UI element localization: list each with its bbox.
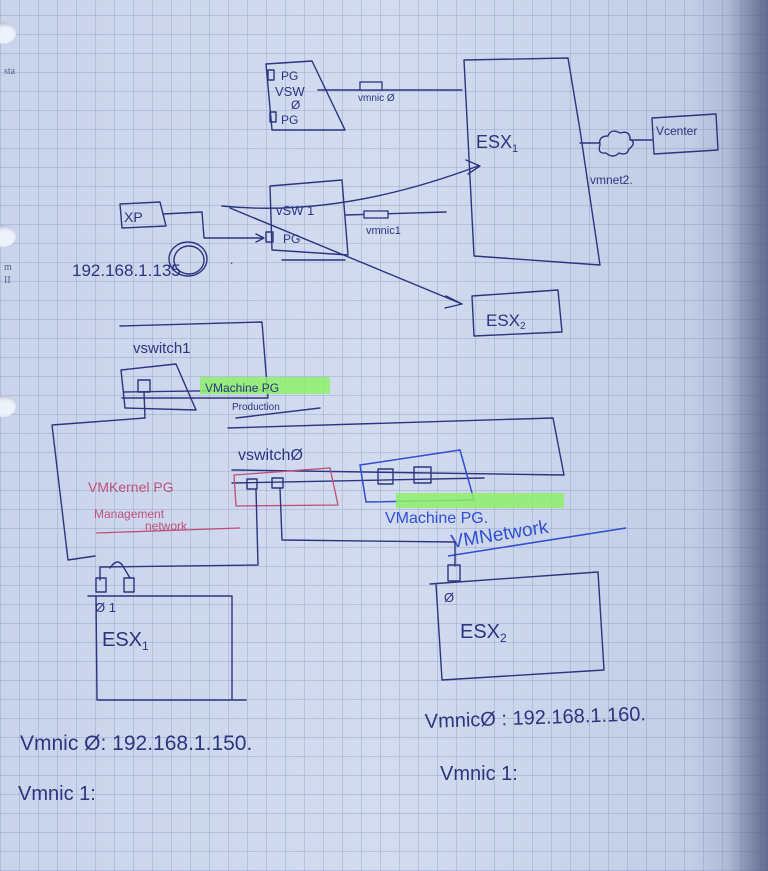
margin-text: m <box>4 262 12 273</box>
vsw1-box: vSW 1 PG vmnic1 <box>221 159 481 309</box>
esx2-host-top: ESX2 <box>471 289 563 337</box>
esx2-ports: Ø <box>444 590 454 605</box>
binder-hole <box>0 225 16 247</box>
vcenter-link: Vcenter vmnet2. <box>579 113 719 187</box>
binder-hole <box>0 395 16 417</box>
cloud-icon <box>598 130 634 157</box>
vswitch1-label: vswitch1 <box>133 340 191 357</box>
vsw1-label: vSW 1 <box>276 203 314 218</box>
esx1-host: ESX1 <box>463 57 601 266</box>
esx1-label: ESX1 <box>102 629 149 653</box>
vsw-index: Ø <box>291 98 300 112</box>
esx1-vmnic0-note: Vmnic Ø: 192.168.1.150. <box>20 732 252 755</box>
vmnic0-link: vmnic Ø <box>317 81 463 104</box>
esx2-host-bottom: Ø ESX2 <box>429 564 605 681</box>
vmkernel-pg-label: VMKernel PG <box>88 479 174 495</box>
esx1-host-bottom: Ø 1 ESX1 <box>87 577 247 701</box>
ip-address: 192.168.1.135 <box>72 261 181 280</box>
vswitch0-label: vswitchØ <box>238 447 303 464</box>
esx2-label: ESX2 <box>460 621 507 645</box>
vmnic0-label: vmnic Ø <box>358 93 395 104</box>
esx2-vmnic1-note: Vmnic 1: <box>440 763 518 785</box>
vmnic1-label: vmnic1 <box>366 225 401 237</box>
vcenter-label: Vcenter <box>656 124 697 138</box>
production-name: Production <box>232 402 280 413</box>
vswitch1: vswitch1 VMachine PG Production <box>51 321 330 561</box>
page-shadow <box>728 0 768 871</box>
binder-hole <box>0 22 16 44</box>
vswitch0: vswitchØ VMachine PG. VMNetwork VMKernel… <box>88 417 627 581</box>
xp-label: XP <box>124 209 143 225</box>
production-pg-label: VMachine PG <box>205 381 279 395</box>
management-label: Management <box>94 507 165 521</box>
margin-text: II <box>4 275 11 286</box>
network-label: network <box>145 519 188 533</box>
esx2-vmnic0-note: VmnicØ : 192.168.1.160. <box>424 703 646 733</box>
esx1-vmnic1-note: Vmnic 1: <box>18 783 96 805</box>
esx1-label: ESX1 <box>476 132 518 155</box>
pg-label: PG <box>281 69 298 83</box>
margin-text: sta <box>4 66 16 77</box>
esx2-label: ESX2 <box>486 311 526 332</box>
xp-vm: XP 192.168.1.135 . <box>72 201 265 280</box>
vsw0-box: PG VSW Ø PG <box>265 60 346 131</box>
esx1-ports: Ø 1 <box>95 600 116 615</box>
pg-label: PG <box>281 113 298 127</box>
vsw-label: VSW <box>275 84 305 99</box>
vmnet-label: vmnet2. <box>590 173 633 187</box>
vm-pg-label: VMachine PG. <box>385 510 488 527</box>
ip-dot: . <box>230 253 233 267</box>
